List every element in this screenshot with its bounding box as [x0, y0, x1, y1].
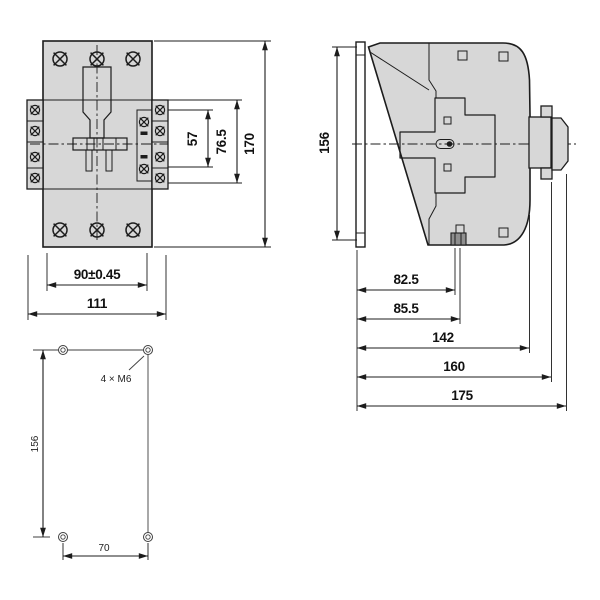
dim-label-depth-total: 175	[451, 388, 473, 403]
dim-label-depth-body: 142	[432, 330, 454, 345]
left-mounting-flange	[26, 99, 44, 190]
front-view: 57 76.5 170 90±0.45 111	[26, 40, 271, 320]
bottom-clip	[450, 224, 467, 246]
dim-label-fixing-height: 76.5	[214, 129, 229, 155]
actuator-crossbar	[72, 66, 128, 172]
rear-mounting-flange	[355, 41, 366, 248]
drill-hole-icon	[58, 532, 68, 542]
drill-hole-icon	[58, 345, 68, 355]
coil-terminal-strip	[136, 109, 153, 182]
contactor-body-front	[42, 40, 153, 248]
dim-label-hole-horizontal-spacing: 70	[98, 543, 110, 554]
front-cover	[528, 105, 569, 180]
dim-label-fixing-width: 90±0.45	[74, 267, 121, 282]
drilling-plan-dimensions: 156 70	[30, 349, 149, 560]
dim-label-depth-clip-outer: 85.5	[393, 301, 419, 316]
dim-label-hole-vertical-spacing: 156	[30, 435, 41, 452]
right-mounting-flange	[151, 99, 169, 190]
terminal-mark	[140, 155, 148, 159]
drill-hole-icon	[143, 345, 153, 355]
hole-label-leader	[128, 355, 145, 371]
dim-label-flange-height: 156	[317, 131, 332, 153]
cover-tab-top	[540, 105, 553, 118]
housing-cross-contour	[399, 97, 496, 194]
housing-vents	[443, 50, 509, 238]
housing-bevel-edge	[369, 51, 430, 91]
cover-tab-bottom	[540, 167, 553, 180]
cover-nose	[551, 117, 569, 171]
dim-label-depth-front: 160	[443, 359, 465, 374]
terminal-mark	[140, 131, 148, 135]
drill-hole-icon	[143, 532, 153, 542]
side-view-dimensions: 156 82.5 85.5 142 160 175	[317, 46, 567, 411]
dim-label-depth-clip-inner: 82.5	[393, 272, 419, 287]
front-view-dimensions: 57 76.5 170 90±0.45 111	[27, 40, 271, 320]
dim-label-total-height: 170	[242, 133, 257, 155]
side-view: 156 82.5 85.5 142 160 175	[317, 41, 576, 411]
dim-label-total-width: 111	[87, 296, 108, 311]
drilling-plan: 4 × M6 156 70	[30, 345, 153, 560]
hole-label: 4 × M6	[101, 374, 132, 385]
housing-seam-top	[428, 43, 437, 98]
dim-label-inner-height: 57	[185, 132, 200, 146]
housing-seam-bottom	[428, 193, 437, 245]
drill-holes	[58, 345, 153, 542]
